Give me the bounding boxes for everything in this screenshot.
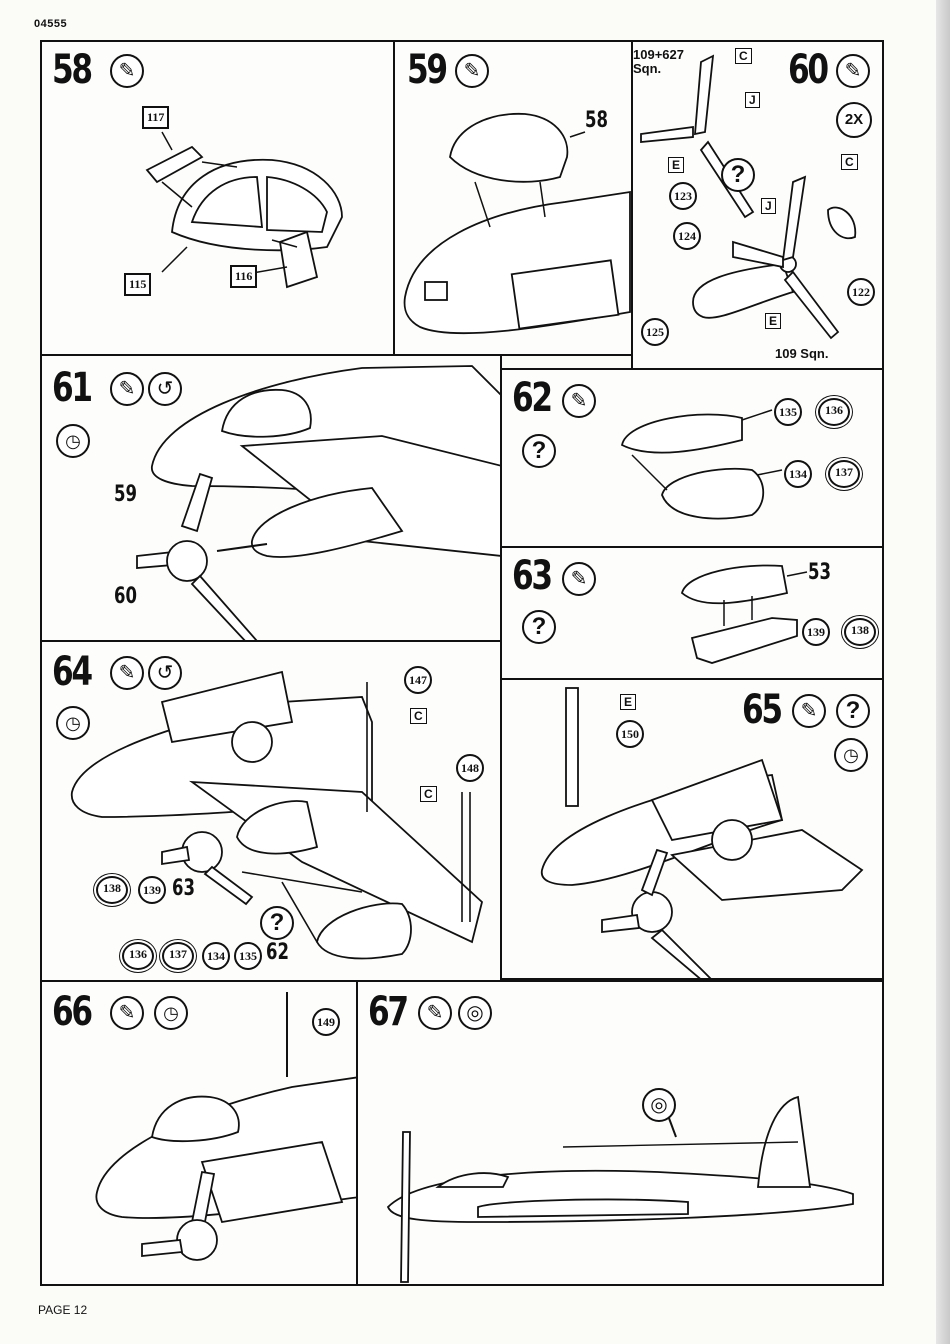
reference-60: 60 <box>114 584 137 609</box>
document-code: 04555 <box>34 18 67 30</box>
tag-e-bottom: E <box>765 313 781 329</box>
step-number: 59 <box>407 50 446 90</box>
tag-c-upper: C <box>410 708 427 724</box>
part-137: 137 <box>828 460 860 488</box>
part-116: 116 <box>230 265 257 288</box>
reference-63: 63 <box>172 876 195 901</box>
step-number: 62 <box>512 378 551 418</box>
part-115: 115 <box>124 273 151 296</box>
part-123: 123 <box>669 182 697 210</box>
part-148: 148 <box>456 754 484 782</box>
reference-62: 62 <box>266 940 289 965</box>
glue-tube-icon: ✎ <box>110 656 144 690</box>
drying-clock-icon: ◷ <box>834 738 868 772</box>
part-135: 135 <box>774 398 802 426</box>
tag-c-top: C <box>735 48 752 64</box>
glue-tube-icon: ✎ <box>110 372 144 406</box>
part-136: 136 <box>818 398 850 426</box>
tag-j-top: J <box>745 92 760 108</box>
page-number: PAGE 12 <box>38 1303 87 1317</box>
part-147: 147 <box>404 666 432 694</box>
reference-58: 58 <box>585 108 608 133</box>
part-149: 149 <box>312 1008 340 1036</box>
step-number: 63 <box>512 556 551 596</box>
step-number: 60 <box>788 50 827 90</box>
rotate-model-icon: ↺ <box>148 656 182 690</box>
fuselage-with-propeller-drawing <box>42 356 502 642</box>
step-59-panel: 59 ✎ 58 <box>393 40 633 356</box>
part-124: 124 <box>673 222 701 250</box>
tag-e: E <box>620 694 636 710</box>
canopy-parts-drawing <box>42 42 395 356</box>
part-134: 134 <box>202 942 230 970</box>
glue-tube-icon: ✎ <box>562 562 596 596</box>
question-icon: ? <box>260 906 294 940</box>
reference-53: 53 <box>808 560 831 585</box>
part-117: 117 <box>142 106 169 129</box>
question-icon: ? <box>721 158 755 192</box>
drying-clock-icon: ◷ <box>56 706 90 740</box>
part-138: 138 <box>844 618 876 646</box>
part-139: 139 <box>802 618 830 646</box>
glue-tube-icon: ✎ <box>792 694 826 728</box>
part-137: 137 <box>162 942 194 970</box>
part-138: 138 <box>96 876 128 904</box>
part-125: 125 <box>641 318 669 346</box>
glue-tube-icon: ✎ <box>562 384 596 418</box>
tag-c-lower: C <box>420 786 437 802</box>
step-number: 67 <box>368 992 407 1032</box>
engine-cowling-drawing <box>502 370 884 548</box>
step-58-panel: 58 ✎ 117 115 116 <box>40 40 395 356</box>
step-64-panel: 64 ✎ ↺ ◷ 147 C 148 C 138 139 63 ? 136 13… <box>40 640 502 982</box>
step-number: 65 <box>742 690 781 730</box>
drying-clock-icon: ◷ <box>154 996 188 1030</box>
part-150: 150 <box>616 720 644 748</box>
rotate-model-icon: ↺ <box>148 372 182 406</box>
step-67-panel: 67 ✎ ◎ ◎ <box>356 980 884 1286</box>
glue-tube-icon: ✎ <box>110 996 144 1030</box>
thread-spool-icon: ◎ <box>458 996 492 1030</box>
question-icon: ? <box>836 694 870 728</box>
step-60-panel: 109+627 Sqn. 109 Sqn. 60 ✎ 2X ? C J E C … <box>631 40 884 370</box>
step-number: 64 <box>52 652 91 692</box>
thread-spool-icon: ◎ <box>642 1088 676 1122</box>
fuselage-with-landing-gear-drawing <box>502 680 884 980</box>
step-61-panel: 61 ✎ ↺ ◷ 59 60 <box>40 354 502 642</box>
step-number: 61 <box>52 368 91 408</box>
drying-clock-icon: ◷ <box>56 424 90 458</box>
part-136: 136 <box>122 942 154 970</box>
step-62-panel: 62 ✎ ? 135 136 134 137 <box>500 368 884 548</box>
step-number: 66 <box>52 992 91 1032</box>
page-edge-shadow <box>936 0 950 1344</box>
part-134: 134 <box>784 460 812 488</box>
step-66-panel: 66 ✎ ◷ 149 <box>40 980 358 1286</box>
tag-j-right: J <box>761 198 776 214</box>
glue-tube-icon: ✎ <box>455 54 489 88</box>
quantity-badge: 2X <box>836 102 872 138</box>
glue-tube-icon: ✎ <box>836 54 870 88</box>
part-135: 135 <box>234 942 262 970</box>
tag-e-top: E <box>668 157 684 173</box>
step-number: 58 <box>52 50 91 90</box>
glue-tube-icon: ✎ <box>418 996 452 1030</box>
step-63-panel: 63 ✎ ? 53 139 138 <box>500 546 884 680</box>
question-icon: ? <box>522 434 556 468</box>
note-109-sqn: 109 Sqn. <box>775 347 828 361</box>
tag-c-right: C <box>841 154 858 170</box>
part-139: 139 <box>138 876 166 904</box>
glue-tube-icon: ✎ <box>110 54 144 88</box>
note-109-627-sqn: 109+627 Sqn. <box>633 48 684 75</box>
question-icon: ? <box>522 610 556 644</box>
step-65-panel: E 150 65 ✎ ? ◷ <box>500 678 884 980</box>
reference-59: 59 <box>114 482 137 507</box>
part-122: 122 <box>847 278 875 306</box>
